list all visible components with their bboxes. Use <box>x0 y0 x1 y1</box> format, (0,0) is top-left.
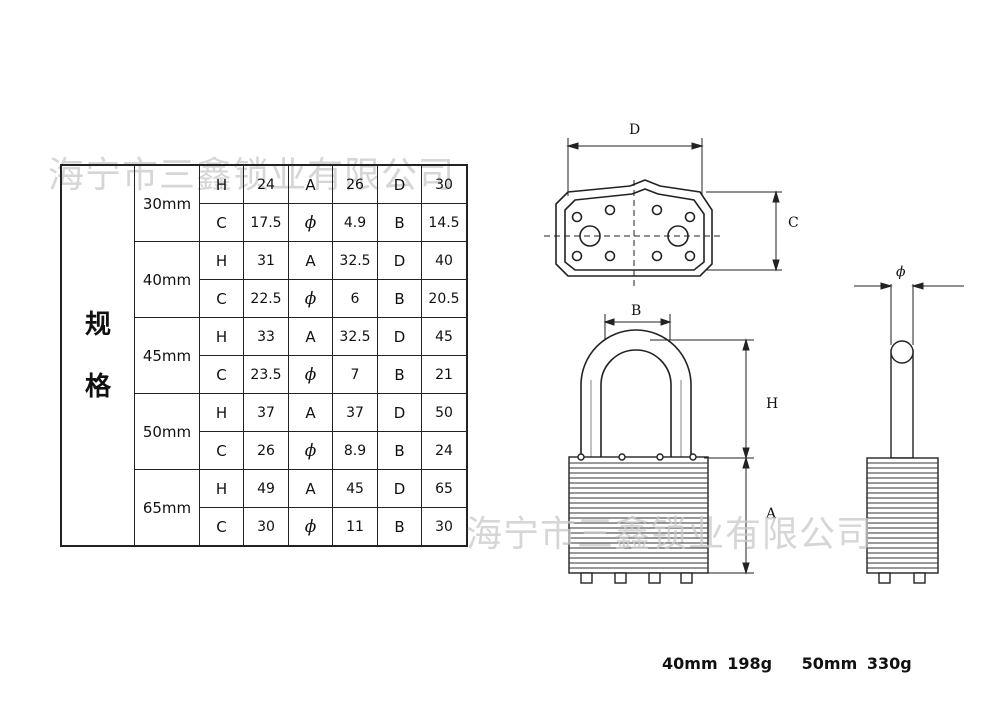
size-cell: 30mm <box>134 164 200 242</box>
dimension-value-cell: 4.9 <box>332 203 378 242</box>
category-label: 规格 <box>60 164 135 547</box>
dimension-value-cell: 17.5 <box>243 203 289 242</box>
dimension-key-cell: D <box>377 241 422 280</box>
label-phi: ϕ <box>896 264 906 280</box>
dimension-value-cell: 24 <box>421 431 468 470</box>
dimension-key-cell: H <box>199 469 244 508</box>
dimension-key-cell: D <box>377 393 422 432</box>
dim-h-a <box>650 338 754 575</box>
category-char: 规 <box>84 309 111 340</box>
dimension-key-cell: ϕ <box>288 507 333 547</box>
dimension-key-cell: B <box>377 203 422 242</box>
dimension-value-cell: 32.5 <box>332 241 378 280</box>
dimension-value-cell: 8.9 <box>332 431 378 470</box>
dim-b <box>603 314 672 340</box>
dimension-value-cell: 40 <box>421 241 468 280</box>
dimension-key-cell: B <box>377 355 422 394</box>
size-cell: 45mm <box>134 317 200 394</box>
front-shackle <box>580 329 692 459</box>
dimension-key-cell: ϕ <box>288 355 333 394</box>
size-cell: 50mm <box>134 393 200 470</box>
dimension-key-cell: D <box>377 317 422 356</box>
label-d: D <box>629 122 640 138</box>
label-b: B <box>631 303 641 319</box>
dimension-value-cell: 33 <box>243 317 289 356</box>
dim-c <box>706 190 782 272</box>
dimension-key-cell: ϕ <box>288 431 333 470</box>
dimension-key-cell: A <box>288 164 333 204</box>
dimension-value-cell: 22.5 <box>243 279 289 318</box>
category-char: 格 <box>84 371 111 402</box>
side-view <box>866 340 939 584</box>
dimension-key-cell: A <box>288 393 333 432</box>
dimension-key-cell: D <box>377 469 422 508</box>
dimension-value-cell: 30 <box>243 507 289 547</box>
dimension-key-cell: H <box>199 241 244 280</box>
footer-weight-2: 330g <box>866 654 912 673</box>
dimension-value-cell: 7 <box>332 355 378 394</box>
footer-size-2: 50mm <box>801 654 858 673</box>
weight-footer: 40mm 198g 50mm 330g <box>662 654 916 673</box>
dimension-value-cell: 45 <box>332 469 378 508</box>
label-h: H <box>766 396 778 412</box>
dimension-value-cell: 30 <box>421 507 468 547</box>
dimension-value-cell: 50 <box>421 393 468 432</box>
dimension-value-cell: 45 <box>421 317 468 356</box>
dimension-value-cell: 20.5 <box>421 279 468 318</box>
dimension-key-cell: A <box>288 469 333 508</box>
top-view <box>544 179 720 290</box>
size-cell: 40mm <box>134 241 200 318</box>
dimension-value-cell: 49 <box>243 469 289 508</box>
dimension-value-cell: 26 <box>243 431 289 470</box>
dimension-value-cell: 37 <box>332 393 378 432</box>
footer-weight-1: 198g <box>727 654 773 673</box>
dimension-value-cell: 26 <box>332 164 378 204</box>
dimension-key-cell: D <box>377 164 422 204</box>
dim-d <box>566 138 704 196</box>
dimension-key-cell: H <box>199 164 244 204</box>
label-a: A <box>765 506 777 522</box>
dimension-key-cell: B <box>377 431 422 470</box>
dim-phi <box>854 282 964 345</box>
dimension-value-cell: 65 <box>421 469 468 508</box>
front-body <box>568 453 709 584</box>
dimension-value-cell: 37 <box>243 393 289 432</box>
footer-size-1: 40mm <box>662 654 718 673</box>
size-cell: 65mm <box>134 469 200 547</box>
dimension-key-cell: B <box>377 507 422 547</box>
label-c: C <box>788 215 799 231</box>
dimension-key-cell: A <box>288 241 333 280</box>
dimension-value-cell: 14.5 <box>421 203 468 242</box>
